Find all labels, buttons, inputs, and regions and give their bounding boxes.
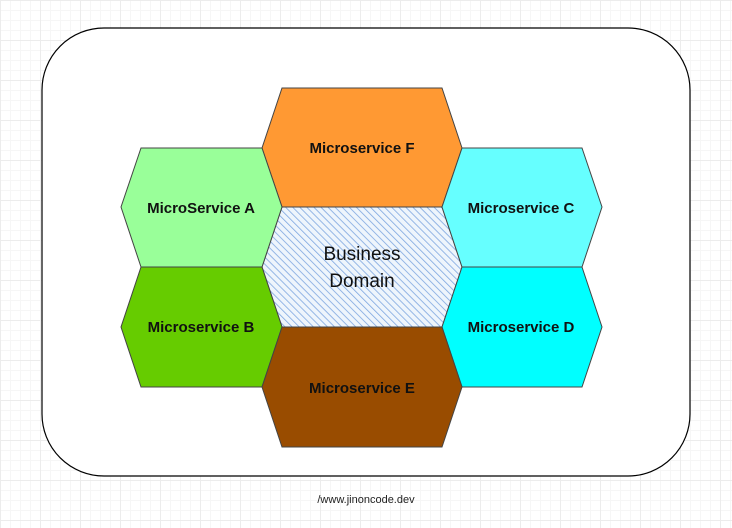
microservice-f-hexagon[interactable]: Microservice F (261, 87, 463, 208)
microservice-e-label: Microservice E (309, 380, 415, 397)
microservice-b-hexagon[interactable]: Microservice B (120, 266, 283, 388)
microservice-d-hexagon[interactable]: Microservice D (441, 266, 603, 388)
business-domain-label-line2: Domain (329, 271, 394, 292)
business-domain-label-line1: Business (323, 244, 400, 265)
microservice-c-hexagon[interactable]: Microservice C (441, 147, 603, 268)
microservice-e-hexagon[interactable]: Microservice E (261, 326, 463, 448)
microservice-c-label: Microservice C (468, 200, 575, 217)
business-domain-hexagon[interactable]: Business Domain (261, 206, 463, 328)
microservice-d-label: Microservice D (468, 319, 575, 336)
microservice-b-label: Microservice B (148, 319, 255, 336)
microservice-a-hexagon[interactable]: MicroService A (120, 147, 283, 268)
microservice-f-label: Microservice F (309, 140, 414, 157)
microservice-a-label: MicroService A (147, 200, 255, 217)
microservice-e-shape (261, 326, 463, 448)
business-domain-shape (261, 206, 463, 328)
footer-url: /www.jinoncode.dev (317, 494, 415, 506)
